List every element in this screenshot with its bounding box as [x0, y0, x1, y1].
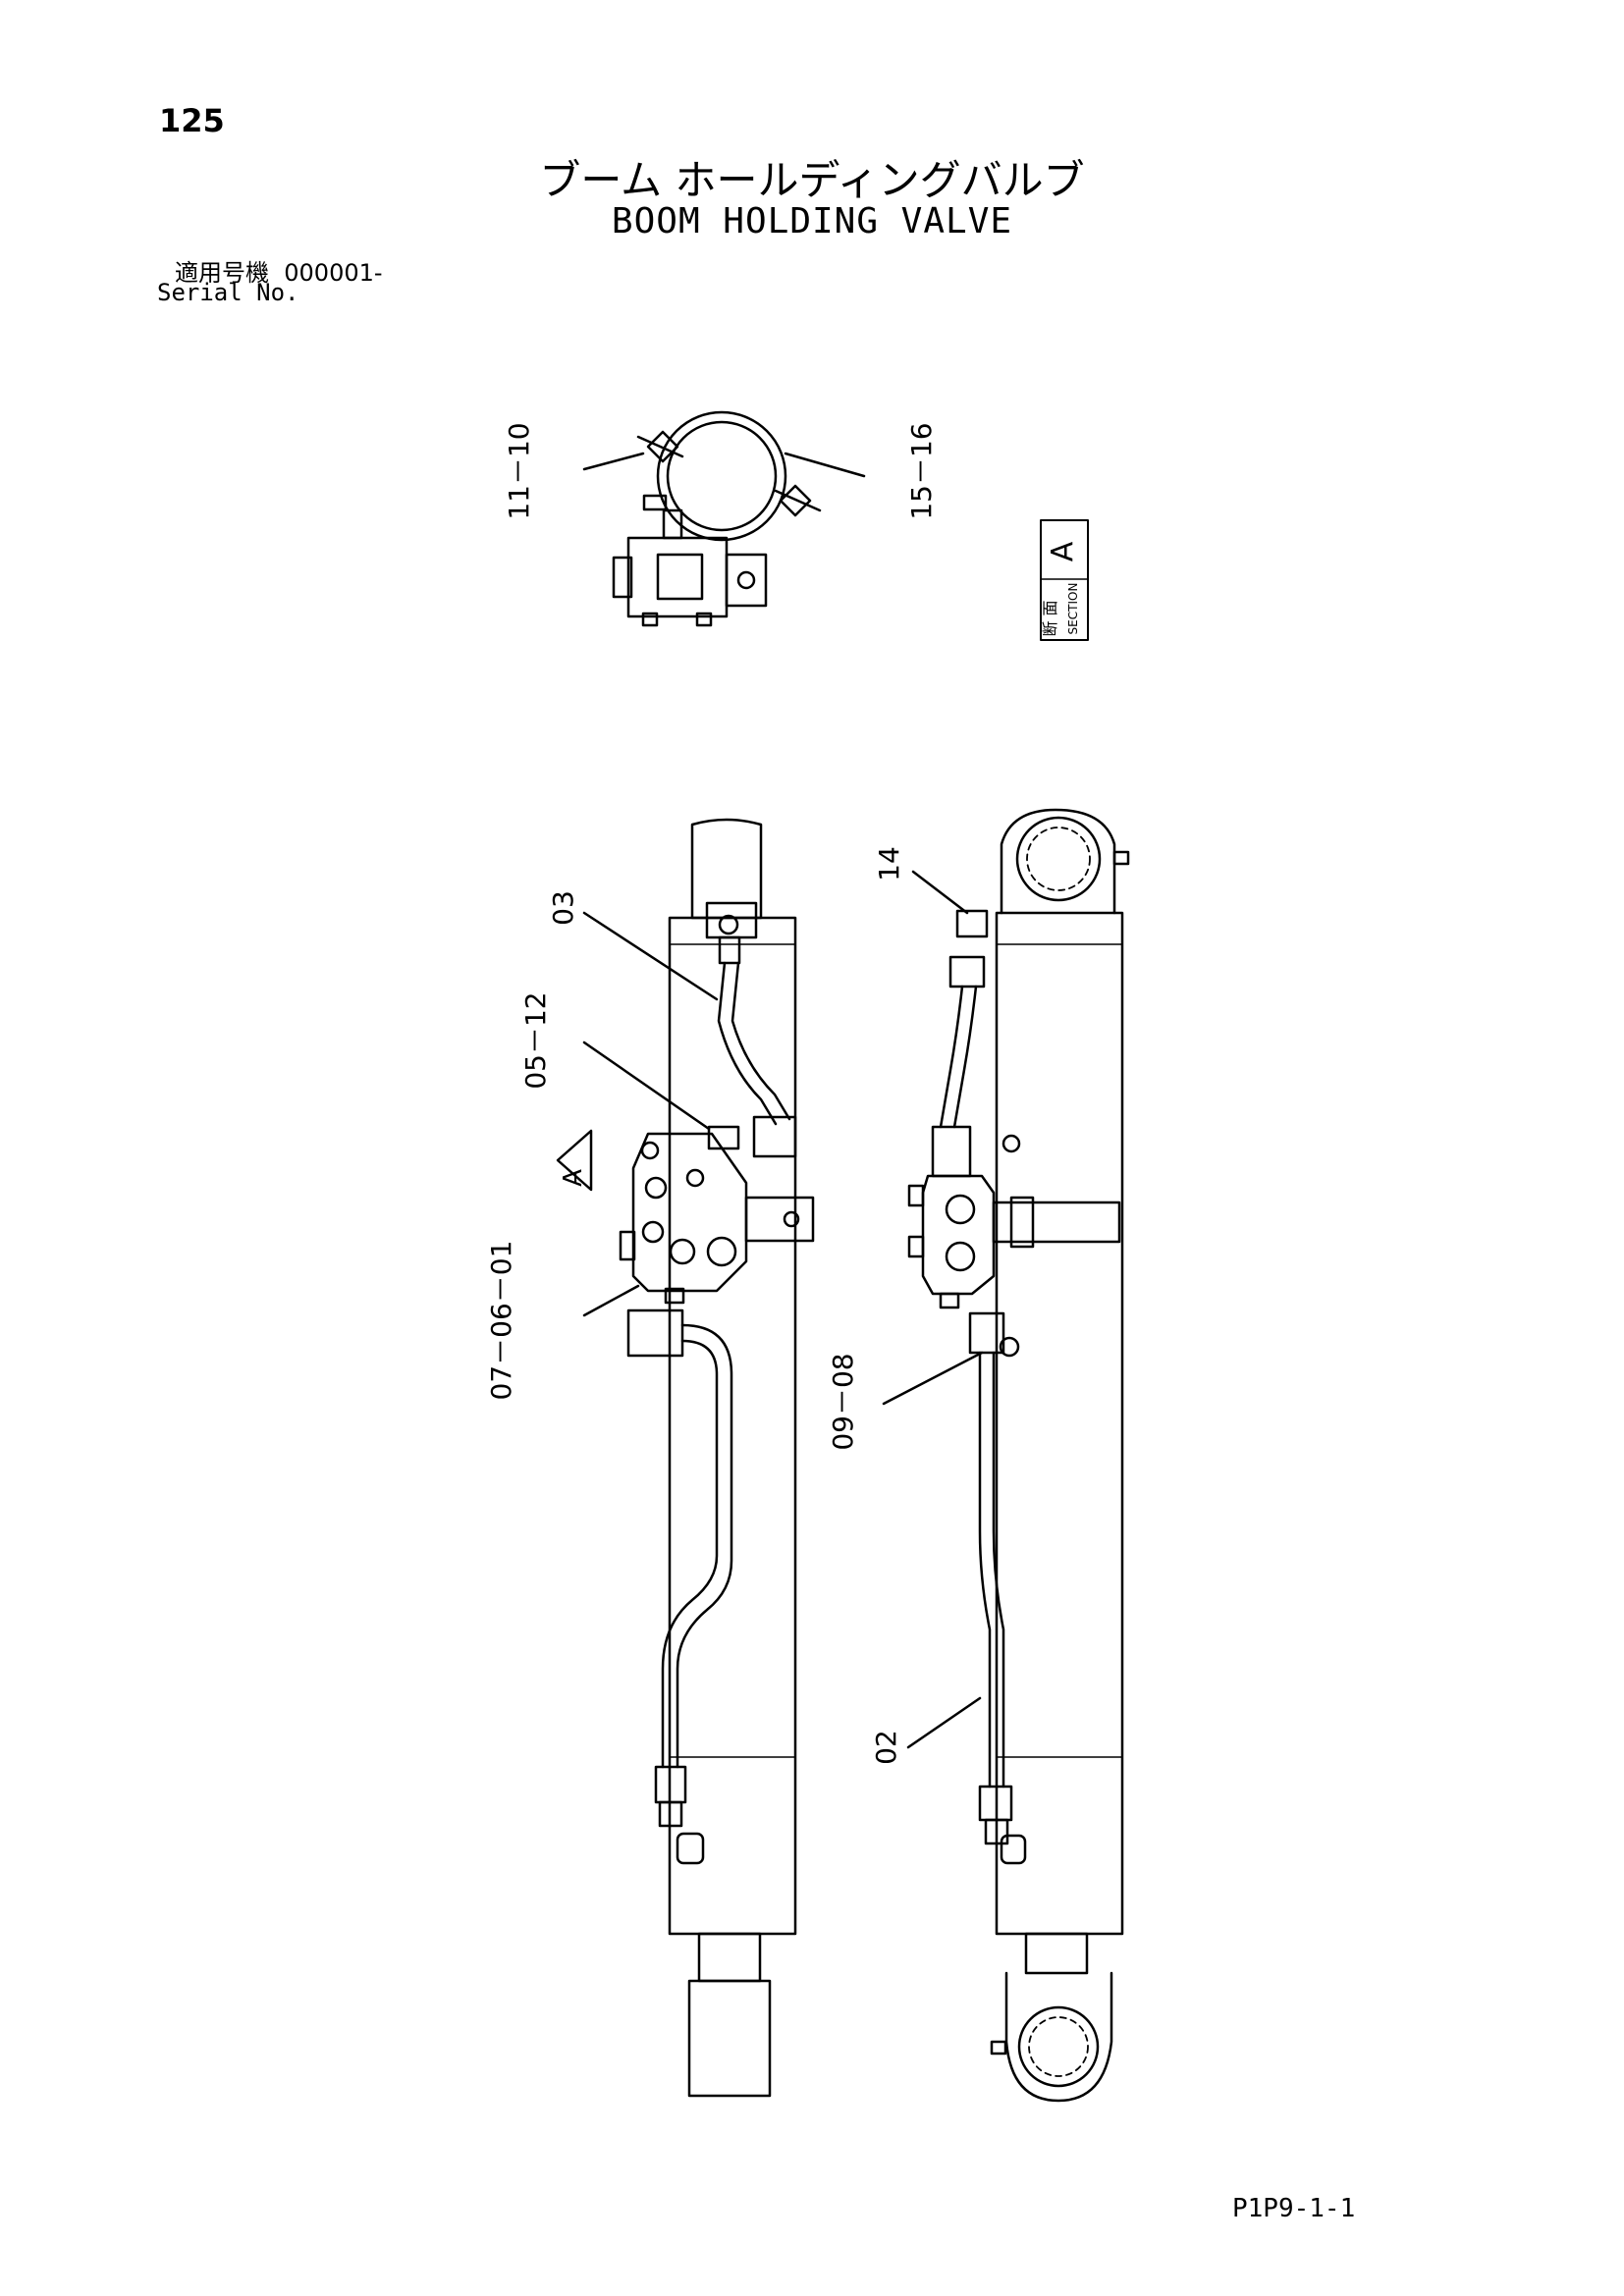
right-valve-plug-c — [939, 1292, 960, 1309]
drawing-code: P1P9-1-1 — [1232, 2194, 1356, 2223]
leader-02 — [906, 1696, 982, 1749]
right-valve-plug-b — [907, 1235, 925, 1258]
callout-05-12: 05－12 — [519, 991, 552, 1089]
right-top-grease — [1112, 850, 1130, 866]
leader-11-10 — [582, 452, 645, 471]
clamp-tab — [642, 494, 668, 511]
clamp-ear-right — [779, 484, 812, 517]
callout-09-08: 09－08 — [827, 1353, 859, 1450]
left-rod-eye-bottom — [687, 1979, 772, 2098]
fitting-14 — [955, 909, 989, 938]
right-pipe-upper-a — [939, 985, 964, 1129]
left-rod-bottom — [697, 1932, 762, 1983]
valve-side-plug — [619, 1230, 636, 1261]
page-number: 125 — [159, 102, 225, 139]
clamp-ring-inner — [666, 420, 778, 532]
right-cylinder-view — [882, 808, 1130, 2103]
serial-value: 000001- — [284, 259, 383, 287]
section-plug-1 — [641, 612, 659, 627]
clamp-ear-left — [646, 430, 679, 463]
clamp-bolt-right — [774, 489, 822, 512]
serial-label-english: Serial No. — [157, 279, 299, 306]
valve-port-f — [706, 1236, 737, 1267]
clamp-ring-outer — [656, 410, 787, 542]
serial-label-ja: 適用号機 — [175, 259, 269, 287]
right-rod-bottom — [1024, 1932, 1089, 1975]
pipe-03-left — [717, 961, 778, 1126]
right-valve-cap — [931, 1125, 972, 1178]
serial-label-japanese: 適用号機 000001- — [175, 253, 383, 288]
leader-05-12 — [582, 1041, 711, 1131]
valve-port-a — [640, 1141, 660, 1160]
clamp-08-09 — [968, 1311, 1005, 1355]
holding-valve-body — [631, 1132, 748, 1293]
right-valve-plug-a — [907, 1184, 925, 1207]
section-plug-2 — [695, 612, 713, 627]
view-marker-arrow — [556, 1129, 593, 1192]
leader-07-06-01 — [582, 1284, 640, 1317]
callout-15-16: 15－16 — [905, 422, 938, 519]
callout-02: 02 — [870, 1730, 902, 1765]
right-tube-port — [1001, 1134, 1021, 1153]
valve-port-b — [644, 1176, 668, 1200]
right-bottom-clevis — [1004, 1971, 1113, 2103]
pipe-02-left-outer — [676, 1323, 733, 1769]
valve-port-d — [641, 1220, 665, 1244]
right-lower-port — [1000, 1834, 1027, 1865]
section-box-word: SECTION — [1066, 583, 1080, 635]
pipe-03-elbow — [752, 1115, 797, 1158]
right-lower-fitting — [984, 1818, 1009, 1845]
section-valve-core — [656, 553, 704, 601]
section-valve-mount — [725, 553, 768, 608]
leader-03 — [582, 911, 719, 1001]
left-rod-top — [690, 818, 763, 920]
pipe-02-right-b — [992, 1351, 1005, 1789]
right-top-eye-outer — [1015, 816, 1102, 902]
callout-07-06-01: 07－06－01 — [485, 1241, 517, 1401]
right-top-eye-inner — [1026, 827, 1091, 891]
left-cylinder-view — [556, 818, 815, 2098]
section-mount-bolt — [736, 570, 756, 590]
valve-bottom-plug — [664, 1287, 685, 1305]
right-pipe-upper-b — [952, 985, 978, 1129]
leader-14 — [911, 870, 969, 915]
section-valve-body — [626, 536, 729, 618]
lower-port — [676, 1832, 705, 1865]
right-valve-body — [921, 1174, 996, 1296]
right-mount-clamp — [1009, 1196, 1035, 1249]
section-valve-port-left — [612, 556, 633, 599]
right-mount-band — [992, 1201, 1121, 1244]
pipe-02-left-inner — [661, 1339, 719, 1769]
section-a-detail — [582, 410, 866, 627]
lower-elbow-fitting — [626, 1308, 684, 1358]
pipe-03-right — [731, 961, 791, 1121]
right-bottom-eye-inner — [1028, 2016, 1089, 2077]
clamp-bolt-left — [636, 435, 684, 458]
view-marker-label: A — [559, 1169, 588, 1187]
valve-mount-bracket — [744, 1196, 815, 1243]
valve-port-e — [669, 1238, 696, 1265]
leader-15-16 — [784, 452, 866, 478]
section-box-letter: A — [1046, 541, 1080, 561]
top-fitting — [718, 935, 741, 965]
right-bottom-grease — [990, 2040, 1007, 2056]
section-box-kanji: 断 面 — [1041, 600, 1059, 636]
valve-top-fitting — [707, 1125, 740, 1150]
right-cylinder-tube — [995, 911, 1124, 1936]
pipe-02-right-a — [978, 1351, 992, 1789]
leader-09-08 — [882, 1351, 984, 1406]
callout-11-10: 11－10 — [503, 422, 535, 519]
fitting-14-nut — [948, 955, 986, 988]
right-top-clevis — [1000, 808, 1116, 915]
title-english: BOOM HOLDING VALVE — [611, 201, 1013, 241]
lower-fitting — [658, 1800, 683, 1828]
section-box — [1040, 519, 1089, 641]
right-bottom-eye-outer — [1017, 2005, 1100, 2088]
callout-14: 14 — [873, 846, 905, 881]
title-japanese: ブーム ホールディングバルブ — [539, 156, 1085, 204]
callout-03: 03 — [547, 890, 579, 926]
valve-port-c — [685, 1168, 705, 1188]
